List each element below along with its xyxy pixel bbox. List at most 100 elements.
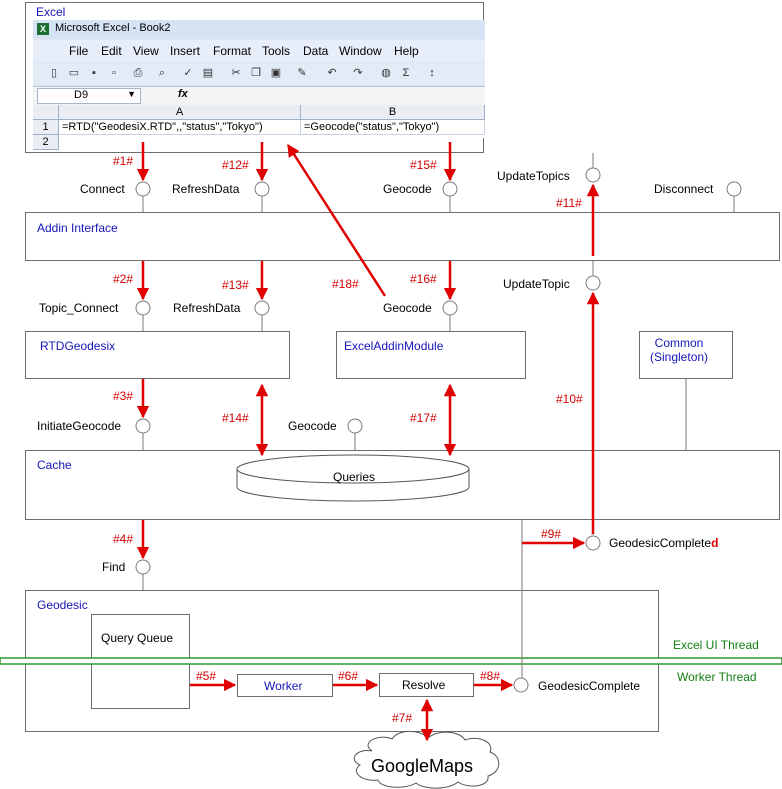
step-3-label: #3#	[113, 389, 134, 403]
spelling-icon[interactable]: ✓	[183, 67, 193, 79]
excel-box-title: Excel	[36, 5, 66, 19]
geocode-3-label: Geocode	[288, 419, 337, 433]
sort-icon[interactable]: ↕	[429, 67, 435, 79]
rtdgeodesix-title: RTDGeodesix	[40, 339, 116, 353]
cut-icon[interactable]: ✂	[231, 67, 241, 79]
connect-label: Connect	[80, 182, 125, 196]
excel-title-bar: X Microsoft Excel - Book2	[33, 20, 485, 38]
chevron-down-icon[interactable]: ▼	[127, 89, 136, 99]
function-icon[interactable]: fx	[178, 88, 188, 100]
step-15-label: #15#	[410, 158, 437, 172]
menu-item-view[interactable]: View	[133, 44, 159, 58]
column-header-b[interactable]: B	[301, 105, 485, 120]
step-6-label: #6#	[338, 669, 359, 683]
geodesic-title: Geodesic	[37, 598, 88, 612]
step-17-label: #17#	[410, 411, 437, 425]
topic-connect-label: Topic_Connect	[39, 301, 119, 315]
step-12-label: #12#	[222, 158, 249, 172]
topic-connect-lollipop-icon	[135, 300, 151, 316]
menu-item-help[interactable]: Help	[394, 44, 419, 58]
step-9-label: #9#	[541, 527, 562, 541]
permission-icon[interactable]: ▫	[112, 67, 116, 79]
worker-title: Worker	[264, 679, 303, 693]
menu-item-tools[interactable]: Tools	[262, 44, 291, 58]
format-painter-icon[interactable]: ✎	[297, 67, 307, 79]
addin-interface-box: Addin Interface	[25, 212, 780, 261]
disconnect-lollipop-icon	[726, 181, 742, 197]
print-icon[interactable]: ⎙	[133, 67, 143, 79]
excel-window: X Microsoft Excel - Book2 File Edit View…	[33, 20, 485, 150]
geocode-label: Geocode	[383, 182, 432, 196]
refreshdata-label: RefreshData	[172, 182, 240, 196]
name-box-value: D9	[74, 89, 89, 101]
menu-item-insert[interactable]: Insert	[170, 44, 201, 58]
corner-cell[interactable]	[33, 105, 59, 120]
row-header-2[interactable]: 2	[33, 135, 59, 150]
step-5-label: #5#	[196, 669, 217, 683]
find-lollipop-icon	[135, 559, 151, 575]
cache-title: Cache	[37, 458, 72, 472]
autosum-icon[interactable]: Σ	[402, 67, 410, 79]
research-icon[interactable]: ▤	[202, 67, 214, 79]
menu-item-window[interactable]: Window	[339, 44, 382, 58]
step-1-label: #1#	[113, 154, 134, 168]
redo-icon[interactable]: ↷	[353, 67, 363, 79]
refreshdata-lollipop-icon	[254, 181, 270, 197]
step-11-label: #11#	[556, 196, 582, 210]
worker-thread-label: Worker Thread	[677, 670, 757, 684]
paste-icon[interactable]: ▣	[270, 67, 282, 79]
find-label: Find	[102, 560, 126, 574]
menu-item-file[interactable]: File	[69, 44, 89, 58]
refreshdata-2-label: RefreshData	[173, 301, 241, 315]
updatetopic-lollipop-icon	[585, 275, 601, 291]
new-icon[interactable]: ▯	[50, 67, 58, 79]
geodesiccompleted-label-suffix: d	[711, 536, 719, 550]
excel-menu-bar: File Edit View Insert Format Tools Data …	[33, 40, 485, 62]
geodesiccompleted-label-prefix: GeodesicComplete	[609, 536, 712, 550]
geocode-2-lollipop-icon	[442, 300, 458, 316]
initiategeocode-lollipop-icon	[135, 418, 151, 434]
rtdgeodesix-box: RTDGeodesix	[25, 331, 290, 379]
menu-item-edit[interactable]: Edit	[101, 44, 122, 58]
menu-item-data[interactable]: Data	[303, 44, 329, 58]
step-13-label: #13#	[222, 278, 249, 292]
geocode-3-lollipop-icon	[347, 418, 363, 434]
cell-a1[interactable]: =RTD("GeodesiX.RTD",,"status","Tokyo")	[59, 120, 301, 135]
geocode-2-label: Geocode	[383, 301, 432, 315]
excel-grid: A B 1 2 =RTD("GeodesiX.RTD",,"status","T…	[33, 105, 485, 150]
column-header-a[interactable]: A	[59, 105, 301, 120]
undo-icon[interactable]: ↶	[327, 67, 337, 79]
geodesiccompleted-lollipop-icon	[585, 535, 601, 551]
save-icon[interactable]: ▪	[92, 67, 96, 79]
addin-interface-title: Addin Interface	[37, 221, 118, 235]
queries-label: Queries	[333, 470, 376, 484]
step-14-label: #14#	[222, 411, 249, 425]
query-queue-box: Query Queue	[91, 614, 190, 709]
step-16-label: #16#	[410, 272, 437, 286]
geodesiccomplete-label: GeodesicComplete	[538, 679, 641, 693]
excel-ui-thread-label: Excel UI Thread	[673, 638, 759, 652]
connect-lollipop-icon	[135, 181, 151, 197]
open-icon[interactable]: ▭	[68, 67, 80, 79]
excel-addin-module-title: ExcelAddinModule	[344, 339, 444, 353]
name-box[interactable]: D9 ▼	[37, 88, 141, 104]
print-preview-icon[interactable]: ⌕	[158, 67, 166, 79]
updatetopics-label: UpdateTopics	[497, 169, 570, 183]
excel-addin-module-box: ExcelAddinModule	[336, 331, 526, 379]
resolve-title: Resolve	[402, 678, 446, 692]
geocode-lollipop-icon	[442, 181, 458, 197]
common-title: Common (Singleton)	[650, 336, 709, 364]
copy-icon[interactable]: ❐	[251, 67, 261, 79]
hyperlink-icon[interactable]: ◍	[381, 67, 391, 79]
row-header-1[interactable]: 1	[33, 120, 59, 135]
menu-item-format[interactable]: Format	[213, 44, 252, 58]
cell-b1[interactable]: =Geocode("status","Tokyo")	[301, 120, 485, 135]
step-18-label: #18#	[332, 277, 359, 291]
query-queue-title: Query Queue	[101, 631, 174, 645]
excel-window-title: Microsoft Excel - Book2	[55, 22, 171, 34]
disconnect-label: Disconnect	[654, 182, 714, 196]
cache-box: Cache	[25, 450, 780, 520]
updatetopic-label: UpdateTopic	[503, 277, 570, 291]
resolve-box: Resolve	[379, 673, 474, 697]
refreshdata-2-lollipop-icon	[254, 300, 270, 316]
